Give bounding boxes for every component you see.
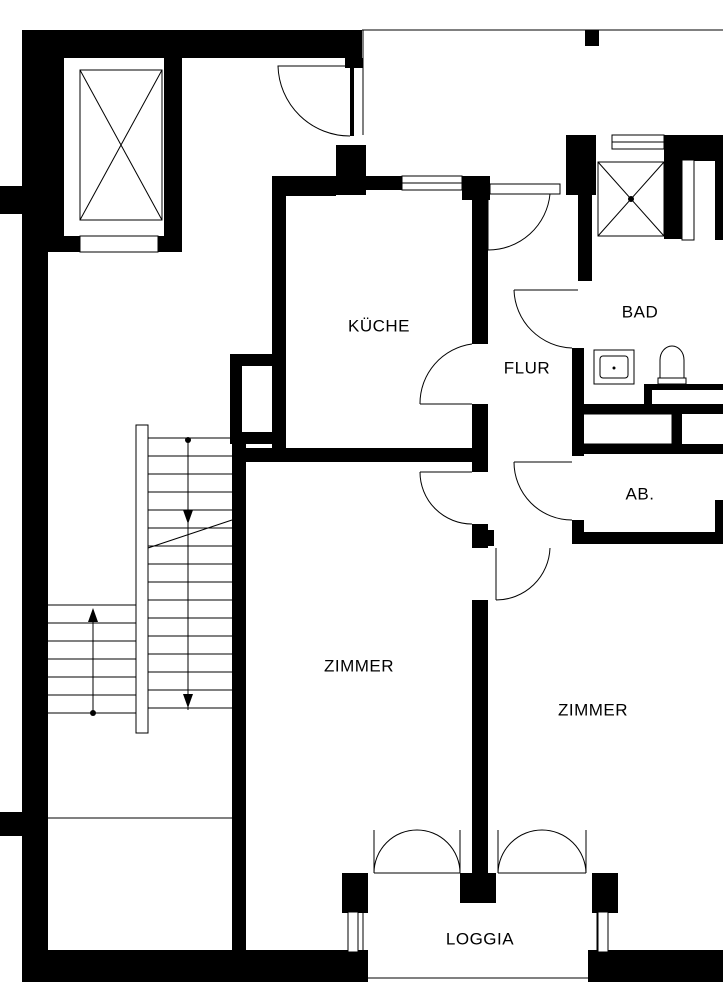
room-label-storage: AB. <box>626 484 655 503</box>
room-label-room-left: ZIMMER <box>324 656 394 675</box>
room-label-hallway: FLUR <box>504 358 550 377</box>
windows <box>347 134 695 979</box>
doors <box>277 65 587 874</box>
interior-walls <box>230 135 723 952</box>
lift-shaft <box>48 58 182 253</box>
room-label-kitchen: KÜCHE <box>348 316 410 335</box>
bathroom-fixtures <box>581 161 687 445</box>
room-label-room-right: ZIMMER <box>558 700 628 719</box>
staircase <box>48 424 233 819</box>
room-label-loggia: LOGGIA <box>446 929 514 948</box>
outer-walls <box>0 30 723 982</box>
room-label-bathroom: BAD <box>622 302 658 321</box>
